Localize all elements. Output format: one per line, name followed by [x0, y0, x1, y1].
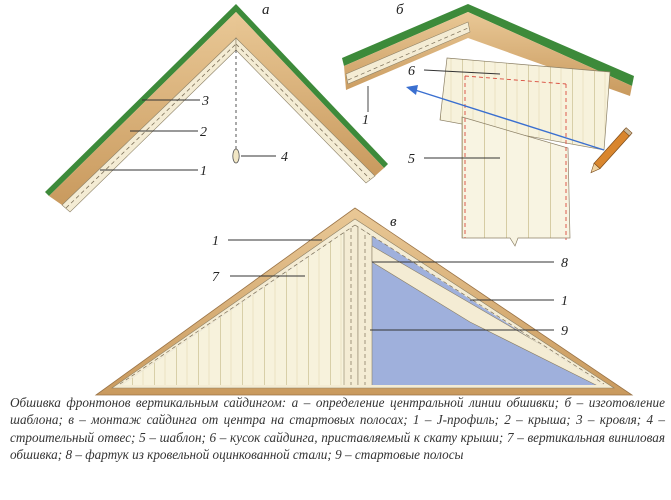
panel-a-roof-covering [45, 4, 236, 196]
panel-b-label-template: 5 [408, 152, 415, 167]
panel-a-j-profile-right [235, 37, 376, 184]
panel-b-label-j-profile: 1 [362, 113, 369, 128]
panel-a-j-profile-left [61, 37, 237, 213]
panel-c-label-j-profile-right: 1 [561, 294, 568, 309]
panel-b-roof-covering [342, 4, 634, 86]
figure-caption: Обшивка фронтонов вертикальным сайдингом… [10, 395, 665, 463]
panel-b-j-profile [345, 21, 471, 85]
panel-b-arrow-line [414, 89, 605, 151]
panel-b-letter: б [396, 2, 404, 18]
panel-a-roof-left [49, 12, 236, 205]
panel-a-roof-right [236, 12, 384, 176]
panel-a-roof-covering-right [236, 4, 388, 168]
panel-c-label-j-profile-top: 1 [212, 234, 219, 249]
panel-b: б 6 1 5 [342, 2, 634, 247]
panel-b-arrow-head-icon [406, 85, 418, 95]
panel-a-letter: а [262, 2, 270, 18]
pencil-icon [590, 127, 633, 174]
panel-c-label-starter-strip: 9 [561, 324, 568, 339]
panel-c-label-apron: 8 [561, 256, 568, 271]
panel-a: а 3 2 1 4 [45, 2, 388, 213]
panel-b-template [461, 116, 571, 247]
panel-c-label-vinyl-siding: 7 [212, 270, 220, 285]
panel-b-label-siding-piece: 6 [408, 64, 415, 79]
panel-a-label-roof-covering: 3 [201, 94, 209, 109]
panel-a-label-plumb: 4 [281, 150, 288, 165]
panel-a-label-j-profile: 1 [200, 164, 207, 179]
plumb-bob-icon [232, 148, 240, 164]
panel-c-letter: в [390, 214, 397, 230]
panel-a-label-roof: 2 [200, 125, 207, 140]
